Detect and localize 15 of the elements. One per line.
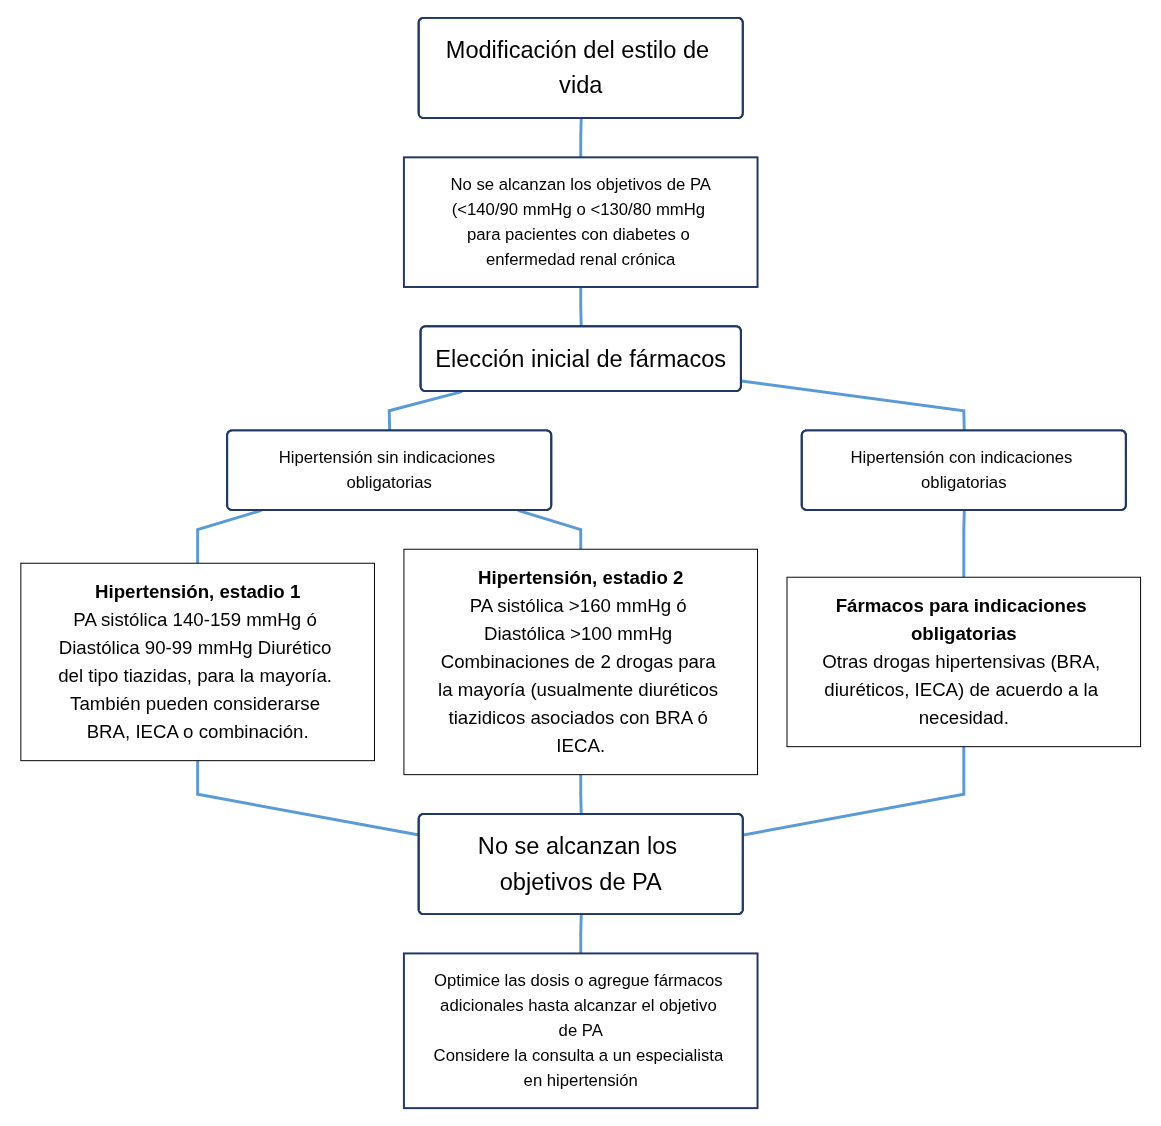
connector xyxy=(742,746,966,837)
connector xyxy=(517,509,582,550)
connector xyxy=(579,287,583,327)
connector xyxy=(579,774,583,815)
node-box: Hipertensión, estadio 2 PA sistólica >160 mmHg ó Diastólica >100 mmHg Combinaciones de 2 drogas para la mayoría (usualmente diuréticos tiazidicos asociados con BRA ó IECA. xyxy=(403,548,758,776)
connector xyxy=(579,118,583,158)
connector xyxy=(387,390,463,431)
node-box: No se alcanzan los objetivos de PA (<140/90 mmHg o <130/80 mmHg para pacientes con diabetes o enfermedad renal crónica xyxy=(402,156,759,288)
node-box: Hipertensión, estadio 1 PA sistólica 140-159 mmHg ó Diastólica 90-99 mmHg Diurético del tipo tiazidas, para la mayoría. También pueden considerarse BRA, IECA o combinación. xyxy=(20,562,375,762)
connector xyxy=(962,510,966,578)
connector xyxy=(195,509,262,564)
connector xyxy=(740,379,966,431)
node-box: Optimice las dosis o agregue fármacos adicionales hasta alcanzar el objetivo de PA Considere la consulta a un especialista en hipertensión xyxy=(402,952,759,1110)
node-box: Fármacos para indicaciones obligatorias Otras drogas hipertensivas (BRA, diuréticos, IECA) de acuerdo a la necesidad. xyxy=(786,576,1141,748)
connector xyxy=(579,914,583,954)
